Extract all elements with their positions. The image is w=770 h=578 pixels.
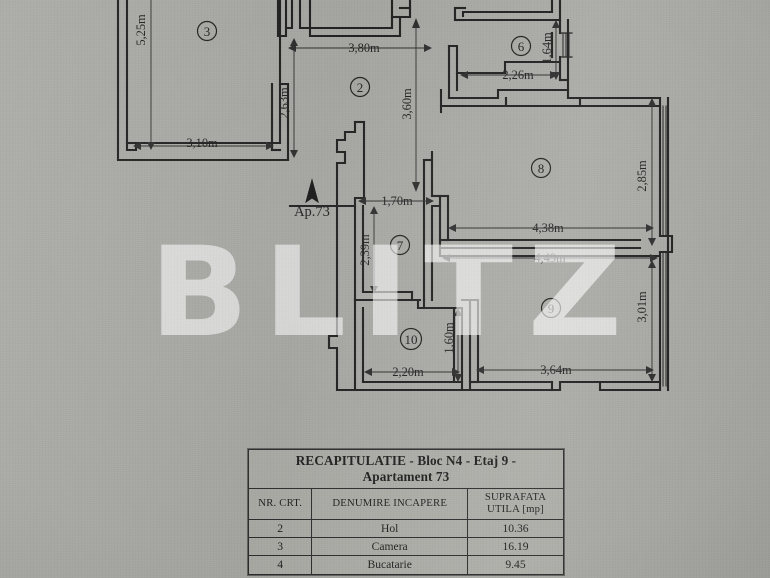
table-row: 3 Camera 16.19 (247, 537, 564, 557)
dim-label: 1,70m (381, 194, 413, 208)
table-title-line2: Apartament 73 (362, 468, 450, 484)
dim-label: 3,01m (635, 291, 649, 323)
room-badge-8: 8 (530, 157, 552, 179)
room-number: 3 (204, 24, 211, 39)
wall-lines (116, 0, 674, 392)
apartment-label: Ap.73 (294, 204, 330, 220)
north-arrow-icon (305, 178, 319, 204)
dim-label: 3,60m (400, 88, 414, 120)
recapitulation-table: RECAPITULATIE - Bloc N4 - Etaj 9 - Apart… (247, 448, 564, 575)
dimension-labels: 5,25m 3,10m 2,63m 3,80m 3,60m 2,26m 1,64… (134, 14, 649, 379)
header-suprafata-utila: SUPRAFATA UTILA [mp] (467, 488, 564, 520)
dim-label: 1,60m (442, 322, 456, 354)
room-badge-10: 10 (399, 327, 423, 351)
header-nr-crt: NR. CRT. (247, 488, 313, 520)
table-title-row: RECAPITULATIE - Bloc N4 - Etaj 9 - Apart… (248, 448, 564, 490)
dim-label: 2,20m (392, 365, 424, 379)
dim-label: 2,85m (635, 160, 649, 192)
row-nr: 3 (247, 537, 313, 557)
dim-label: 1,64m (540, 32, 554, 64)
room-number: 9 (548, 301, 555, 316)
room-number: 10 (405, 332, 418, 347)
north-arrow-group: Ap.73 (294, 178, 330, 220)
dim-label: 3,80m (348, 41, 380, 55)
row-nr: 4 (247, 555, 313, 575)
dim-label: 2,39m (358, 234, 372, 266)
dim-label: 2,63m (277, 87, 291, 119)
room-badge-2: 2 (349, 76, 371, 98)
dim-label: 4,38m (532, 221, 564, 235)
row-area: 16.19 (467, 537, 564, 557)
dimension-lines (133, 0, 658, 382)
row-name: Hol (311, 518, 468, 539)
room-badge-7: 7 (389, 234, 411, 256)
dim-label: 5,25m (134, 14, 148, 46)
floor-plan-drawing: 5,25m 3,10m 2,63m 3,80m 3,60m 2,26m 1,64… (116, 0, 674, 392)
room-badge-6: 6 (510, 35, 532, 57)
table-header-row: NR. CRT. DENUMIRE INCAPERE SUPRAFATA UTI… (247, 488, 564, 520)
header-area-line2: UTILA [mp] (487, 502, 544, 515)
row-area: 9.45 (467, 555, 564, 575)
row-name: Bucatarie (311, 555, 468, 575)
row-name: Camera (311, 537, 468, 557)
room-number: 2 (357, 80, 364, 95)
dim-label: 3,10m (186, 136, 218, 150)
table-row: 4 Bucatarie 9.45 (247, 555, 564, 575)
room-number-badges: 3 2 6 8 7 9 10 (196, 20, 562, 351)
room-badge-9: 9 (540, 297, 562, 319)
room-number: 8 (538, 161, 545, 176)
table-row: 2 Hol 10.36 (247, 518, 564, 539)
header-denumire-incapere: DENUMIRE INCAPERE (311, 488, 468, 520)
dim-label: 2,26m (502, 68, 534, 82)
row-area: 10.36 (467, 518, 564, 539)
dim-label: 4,49m (534, 251, 566, 265)
dim-label: 3,64m (540, 363, 572, 377)
room-badge-3: 3 (196, 20, 218, 42)
row-nr: 2 (247, 518, 313, 539)
header-area-line1: SUPRAFATA (484, 491, 547, 504)
room-number: 7 (397, 238, 404, 253)
room-number: 6 (518, 39, 525, 54)
table-title-line1: RECAPITULATIE - Bloc N4 - Etaj 9 - (295, 453, 517, 468)
table-title: RECAPITULATIE - Bloc N4 - Etaj 9 - Apart… (248, 448, 564, 490)
